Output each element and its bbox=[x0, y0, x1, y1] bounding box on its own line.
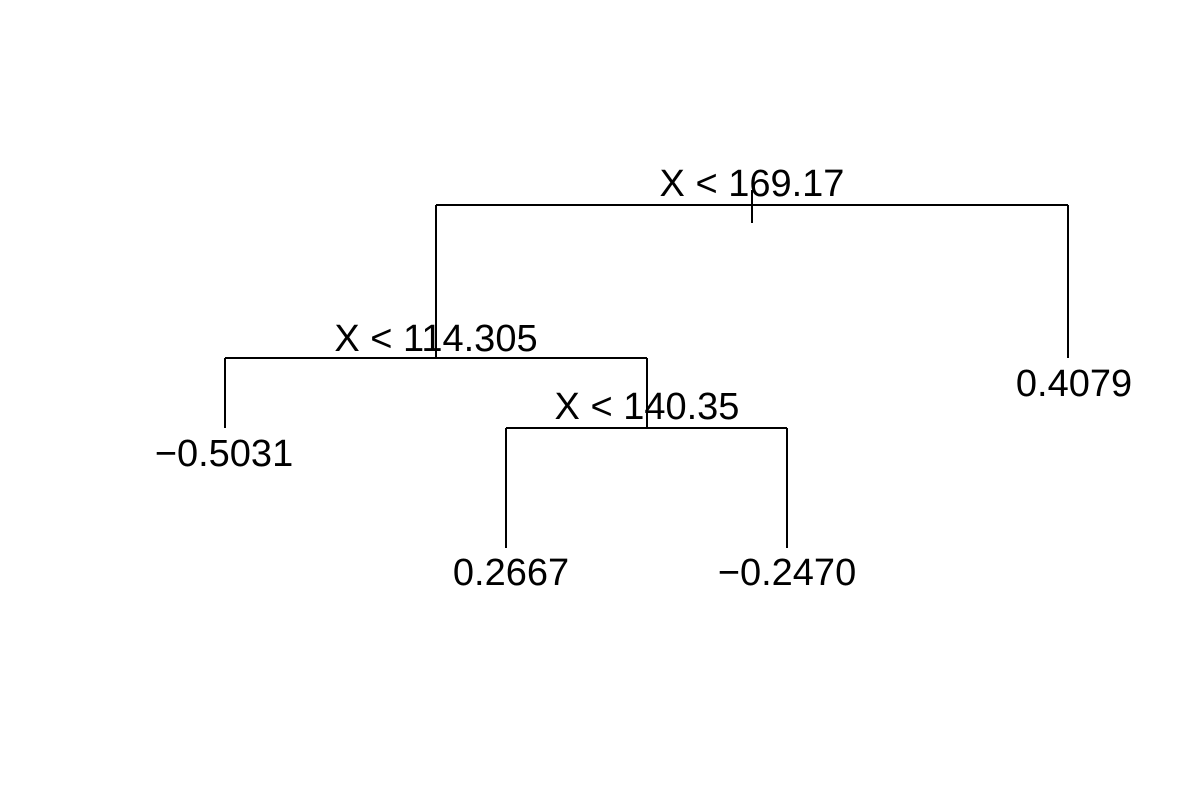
leaf-right-value: 0.4079 bbox=[1016, 363, 1132, 405]
level3-left-branch: 0.2667 bbox=[453, 428, 569, 594]
leaf-middle-right-value: −0.2470 bbox=[718, 552, 856, 594]
root-split-label: X < 169.17 bbox=[660, 163, 845, 205]
leaf-leftmost-value: −0.5031 bbox=[155, 433, 293, 475]
level2-split-label: X < 114.305 bbox=[334, 318, 537, 360]
node-level-3: X < 140.35 bbox=[506, 358, 787, 429]
level2-left-branch: −0.5031 bbox=[155, 358, 293, 475]
level3-right-branch: −0.2470 bbox=[718, 428, 856, 594]
root-right-branch: 0.4079 bbox=[1016, 205, 1132, 405]
level3-split-label: X < 140.35 bbox=[555, 386, 740, 428]
root-node: X < 169.17 bbox=[436, 163, 1068, 223]
leaf-middle-left-value: 0.2667 bbox=[453, 552, 569, 594]
node-level-2: X < 114.305 bbox=[225, 205, 647, 360]
